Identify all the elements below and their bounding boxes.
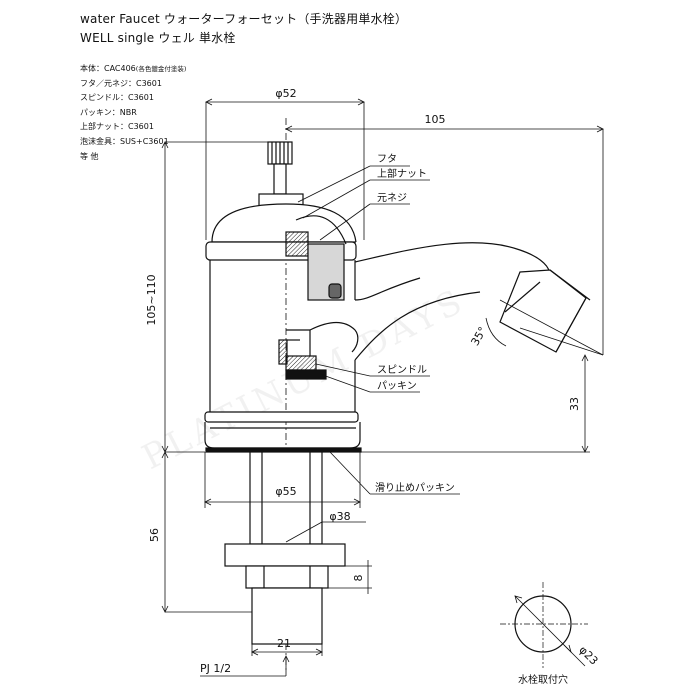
faucet-body xyxy=(204,141,362,453)
label-motoneji: 元ネジ xyxy=(377,192,407,204)
dim-base-diameter-label: φ55 xyxy=(275,485,296,498)
part-leaders xyxy=(297,165,460,495)
dim-nut-thickness xyxy=(328,560,372,594)
dim-shank-diameter xyxy=(285,521,366,543)
material-cap: フタ／元ネジ：C3601 xyxy=(80,78,162,88)
label-packing: パッキン xyxy=(377,380,417,392)
dim-spout-length xyxy=(285,125,604,355)
product-title: water Faucet ウォーターフォーセット（手洗器用単水栓） xyxy=(80,12,408,26)
faucet-shank xyxy=(224,451,346,645)
hole-diameter-label: φ23 xyxy=(576,643,600,667)
dim-spout-length-label: 105 xyxy=(425,113,446,126)
dim-top-diameter-label: φ52 xyxy=(275,87,296,100)
dim-thread-width xyxy=(251,644,323,656)
mounting-hole xyxy=(500,582,588,668)
label-nonslip-packing: 滑り止めパッキン xyxy=(375,482,455,494)
dim-shank-diameter-label: φ38 xyxy=(329,510,350,523)
product-subtitle: WELL single ウェル 単水栓 xyxy=(80,31,236,45)
dim-base-diameter xyxy=(204,452,361,508)
material-body: 本体：CAC406(各色鍍金付塗装) xyxy=(80,64,187,73)
materials-list: 本体：CAC406(各色鍍金付塗装) フタ／元ネジ：C3601 スピンドル：C3… xyxy=(80,62,186,164)
dim-shank-length-label: 56 xyxy=(148,528,161,542)
dim-angle-label: 35° xyxy=(468,325,489,348)
dim-spout-height xyxy=(360,354,590,453)
thread-spec-leader xyxy=(200,655,290,677)
dim-shank-length xyxy=(161,451,252,613)
hole-caption: 水栓取付穴 xyxy=(518,673,568,686)
thread-spec-label: PJ 1/2 xyxy=(200,662,231,675)
dim-spout-height-label: 33 xyxy=(568,397,581,411)
dim-top-diameter xyxy=(205,98,365,240)
dim-height-label: 105~110 xyxy=(145,274,158,325)
label-cap: フタ xyxy=(377,153,397,165)
material-etc: 等 他 xyxy=(80,151,99,161)
material-aerator: 泡沫金具：SUS+C3601 xyxy=(80,136,169,146)
dim-thread-width-label: 21 xyxy=(277,637,291,650)
material-spindle: スピンドル：C3601 xyxy=(80,93,154,103)
dim-height xyxy=(161,141,270,453)
material-packing: パッキン：NBR xyxy=(80,107,137,117)
dim-nut-thickness-label: 8 xyxy=(352,575,365,582)
label-upper-nut: 上部ナット xyxy=(377,167,427,180)
label-spindle: スピンドル xyxy=(377,364,427,376)
material-upper-nut: 上部ナット：C3601 xyxy=(80,122,154,132)
faucet-spout xyxy=(309,242,604,361)
